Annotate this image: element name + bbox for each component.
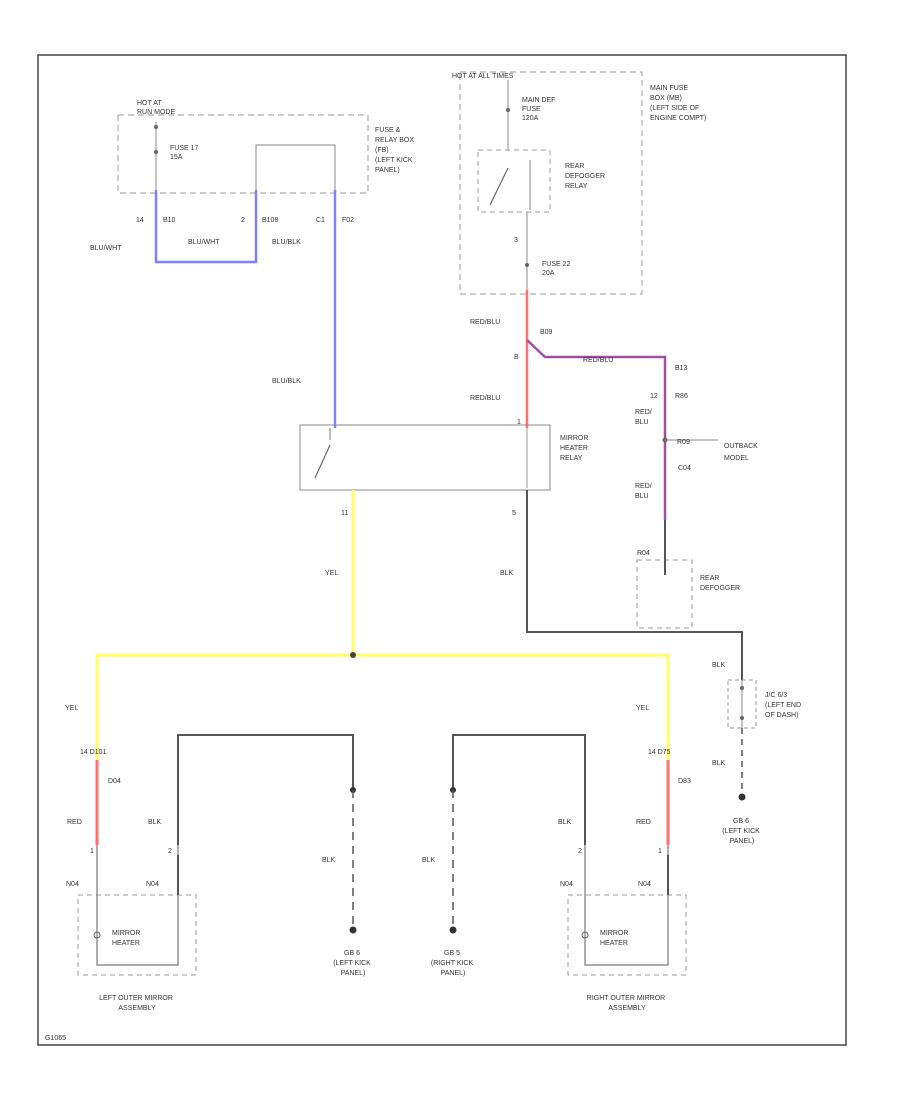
fuse17-label: FUSE 17 15A — [170, 145, 200, 161]
fuse22-node — [525, 263, 529, 267]
red-label-left: RED — [67, 819, 82, 826]
footer-code: G1065 — [45, 1035, 66, 1042]
conn-left-14: 14 D101 — [80, 749, 107, 756]
mirror-heater-left-label: MIRROR HEATER — [112, 930, 142, 947]
main-fuse-box-outline — [459, 71, 643, 295]
main-def-fuse-label: MAIN DEF FUSE 120A — [522, 97, 557, 122]
red-label-right: RED — [636, 819, 651, 826]
blk-label-jc2: BLK — [712, 760, 726, 767]
fuse17-node-top — [154, 125, 158, 129]
joint-connector-node-1 — [740, 686, 744, 690]
pin-5-label: 5 — [512, 510, 516, 517]
blk-label-1: BLK — [500, 570, 514, 577]
blk-label-right: BLK — [558, 819, 572, 826]
ground-gb6-jc — [738, 793, 746, 801]
fuse22-label: FUSE 22 20A — [542, 261, 572, 277]
joint-connector-label: J/C 6/3 (LEFT END OF DASH) — [765, 692, 803, 719]
ground-left-kick-label-1: GB 6 (LEFT KICK PANEL) — [333, 950, 373, 977]
conn-b-label: B — [514, 354, 519, 361]
fuse17-node — [154, 150, 158, 154]
diagram-frame — [37, 54, 847, 1046]
pin-left-2: 2 — [168, 848, 172, 855]
blu-wht-label-2: BLU/WHT — [188, 239, 220, 246]
conn-r09-label: R09 — [677, 439, 690, 446]
blu-blk-label-2: BLU/BLK — [272, 378, 301, 385]
mirror-heater-right-label: MIRROR HEATER — [600, 930, 630, 947]
fuse-box-internal-loop — [255, 144, 336, 190]
mirror-relay-switch — [314, 444, 331, 479]
red-blu-label-3: RED/BLU — [583, 357, 613, 364]
blk-wire-relay-ground — [526, 490, 743, 680]
left-mirror-assembly-box — [77, 894, 197, 976]
outback-model-label: OUTBACK MODEL — [724, 443, 760, 462]
ground-gb5-right-kick — [449, 926, 457, 934]
yel-wire-split — [95, 653, 670, 760]
conn-right-14: 14 D75 — [648, 749, 671, 756]
pin-right-1: 1 — [658, 848, 662, 855]
ground-right-kick-label: GB 5 (RIGHT KICK PANEL) — [431, 950, 475, 977]
yel-label-1: YEL — [325, 570, 338, 577]
pin-3-label: 3 — [514, 237, 518, 244]
hot-at-all-times-label: HOT AT ALL TIMES — [452, 73, 514, 80]
blu-blk-label-1: BLU/BLK — [272, 239, 301, 246]
fuse-relay-box-outline — [117, 114, 369, 194]
conn-b13-label: B13 — [675, 365, 688, 372]
right-outer-mirror-label: RIGHT OUTER MIRROR ASSEMBLY — [587, 995, 667, 1012]
mirror-heater-relay-box — [299, 424, 551, 491]
conn-n04-4: N04 — [638, 881, 651, 888]
conn-d83: D83 — [678, 778, 691, 785]
ground-left-kick-label-2: GB 6 (LEFT KICK PANEL) — [722, 818, 762, 845]
pin-2-b108: 2 B108 — [241, 217, 278, 224]
blk-label-center-1: BLK — [322, 857, 336, 864]
conn-n04-3: N04 — [560, 881, 573, 888]
red-blu-label-5: RED/ BLU — [635, 483, 654, 500]
conn-r04-label: R04 — [637, 550, 650, 557]
pin-left-1: 1 — [90, 848, 94, 855]
left-heater-element-icon — [93, 931, 101, 939]
blk-wire-right-mirror — [452, 734, 586, 845]
pin-right-2: 2 — [578, 848, 582, 855]
ground-gb6-left-kick — [349, 926, 357, 934]
main-fuse-box-label: MAIN FUSE BOX (MB) (LEFT SIDE OF ENGINE … — [650, 85, 706, 122]
left-mirror-heater-wiring — [96, 845, 179, 966]
red-blu-label-4: RED/ BLU — [635, 409, 654, 426]
yel-label-right: YEL — [636, 705, 649, 712]
conn-b09-label: B09 — [540, 329, 553, 336]
yel-label-left: YEL — [65, 705, 78, 712]
red-blu-label-2: RED/BLU — [470, 395, 500, 402]
blu-wht-label-1: BLU/WHT — [90, 245, 122, 252]
hot-at-run-label: HOT AT RUN MODE — [137, 100, 175, 116]
conn-b-r86-label: 12 R86 — [650, 393, 688, 400]
pin-11-label: 11 — [341, 510, 348, 517]
rear-defogger-relay-switch — [489, 167, 509, 206]
conn-n04-2: N04 — [146, 881, 159, 888]
fuse-relay-box-label: FUSE & RELAY BOX (FB) (LEFT KICK PANEL) — [375, 127, 416, 174]
rear-defogger-relay-label: REAR DEFOGGER RELAY — [565, 163, 607, 190]
rear-defogger-relay-box — [477, 149, 551, 213]
pin-14-b10: 14 B10 — [136, 217, 176, 224]
right-mirror-heater-wiring — [584, 845, 669, 966]
blu-wht-wire — [154, 190, 258, 264]
blk-label-jc1: BLK — [712, 662, 726, 669]
conn-d04: D04 — [108, 778, 121, 785]
main-def-fuse-node — [506, 108, 510, 112]
left-outer-mirror-label: LEFT OUTER MIRROR ASSEMBLY — [99, 995, 175, 1012]
yel-split-node — [350, 652, 356, 658]
right-mirror-assembly-box — [567, 894, 687, 976]
pin-c1-f02: C1 F02 — [316, 217, 354, 224]
mirror-heater-relay-label: MIRROR HEATER RELAY — [560, 435, 590, 462]
red-blu-label-1: RED/BLU — [470, 319, 500, 326]
blk-label-left: BLK — [148, 819, 162, 826]
rear-defogger-label: REAR DEFOGGER — [700, 575, 740, 592]
joint-connector-node-2 — [740, 716, 744, 720]
conn-c04-label: C04 — [678, 465, 691, 472]
right-heater-element-icon — [581, 931, 589, 939]
pin-1-relay: 1 — [517, 419, 521, 426]
blk-wire-left-mirror — [177, 734, 354, 845]
conn-n04-1: N04 — [66, 881, 79, 888]
blk-label-center-2: BLK — [422, 857, 436, 864]
